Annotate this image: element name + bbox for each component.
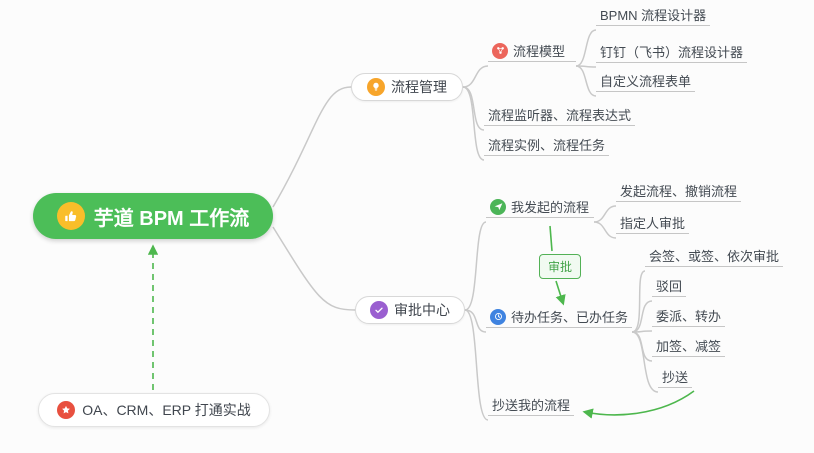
branch-connectors (272, 29, 659, 421)
node-initiate-cancel-flow[interactable]: 发起流程、撤销流程 (616, 184, 742, 202)
node-reject[interactable]: 驳回 (652, 279, 687, 297)
relation-arrows (147, 225, 695, 419)
node-cc-my-flows[interactable]: 抄送我的流程 (488, 398, 575, 416)
node-label: 抄送 (662, 370, 689, 385)
node-label: 钉钉（飞书）流程设计器 (600, 45, 744, 60)
node-label: 自定义流程表单 (600, 74, 692, 89)
tag-to-todo-arrow (555, 280, 566, 306)
node-label: BPMN 流程设计器 (600, 8, 707, 23)
node-label: 流程实例、流程任务 (488, 138, 606, 153)
relation-label-approval[interactable]: 审批 (539, 254, 582, 279)
flow-model-icon (492, 42, 508, 59)
root-topic[interactable]: 芋道 BPM 工作流 (33, 193, 273, 239)
lightbulb-icon (367, 78, 385, 96)
node-label: 流程管理 (391, 79, 447, 95)
paper-plane-icon (490, 198, 506, 215)
node-my-initiated-flows[interactable]: 我发起的流程 (486, 198, 594, 218)
cc-to-ccmy-arrow (582, 390, 695, 419)
node-add-remove-sign[interactable]: 加签、减签 (652, 339, 726, 357)
node-label: 待办任务、已办任务 (511, 310, 629, 325)
node-process-model[interactable]: 流程模型 (488, 42, 576, 62)
node-process-instance[interactable]: 流程实例、流程任务 (484, 138, 610, 156)
node-approval-center[interactable]: 审批中心 (355, 296, 465, 324)
node-label: 会签、或签、依次审批 (649, 249, 780, 264)
node-label: 发起流程、撤销流程 (620, 184, 738, 199)
star-icon (57, 401, 76, 419)
node-label: 委派、转办 (656, 309, 722, 324)
node-todo-done-tasks[interactable]: 待办任务、已办任务 (486, 308, 632, 328)
node-oa-crm-erp-practice[interactable]: OA、CRM、ERP 打通实战 (38, 393, 270, 427)
node-bpmn-designer[interactable]: BPMN 流程设计器 (596, 8, 711, 26)
node-label: 流程模型 (513, 44, 566, 59)
node-assignee-approval[interactable]: 指定人审批 (616, 216, 690, 234)
clock-icon (490, 308, 506, 325)
node-cc[interactable]: 抄送 (658, 370, 693, 388)
node-dingtalk-designer[interactable]: 钉钉（飞书）流程设计器 (596, 45, 748, 63)
node-process-listener[interactable]: 流程监听器、流程表达式 (484, 108, 636, 126)
node-label: 抄送我的流程 (492, 398, 571, 413)
root-topic-label: 芋道 BPM 工作流 (93, 207, 250, 230)
myflows-to-tag-line (549, 225, 553, 252)
node-label: 加签、减签 (656, 339, 722, 354)
node-countersign[interactable]: 会签、或签、依次审批 (645, 249, 784, 267)
node-custom-form[interactable]: 自定义流程表单 (596, 74, 696, 92)
node-label: OA、CRM、ERP 打通实战 (82, 402, 251, 418)
tag-label: 审批 (548, 260, 573, 274)
node-process-management[interactable]: 流程管理 (351, 73, 463, 101)
node-label: 指定人审批 (620, 216, 686, 231)
node-delegate-transfer[interactable]: 委派、转办 (652, 309, 726, 327)
node-label: 流程监听器、流程表达式 (488, 108, 632, 123)
node-label: 审批中心 (394, 302, 450, 318)
node-label: 我发起的流程 (511, 200, 590, 215)
node-label: 驳回 (656, 279, 683, 294)
thumbs-up-icon (56, 202, 85, 230)
approval-check-icon (370, 301, 388, 319)
